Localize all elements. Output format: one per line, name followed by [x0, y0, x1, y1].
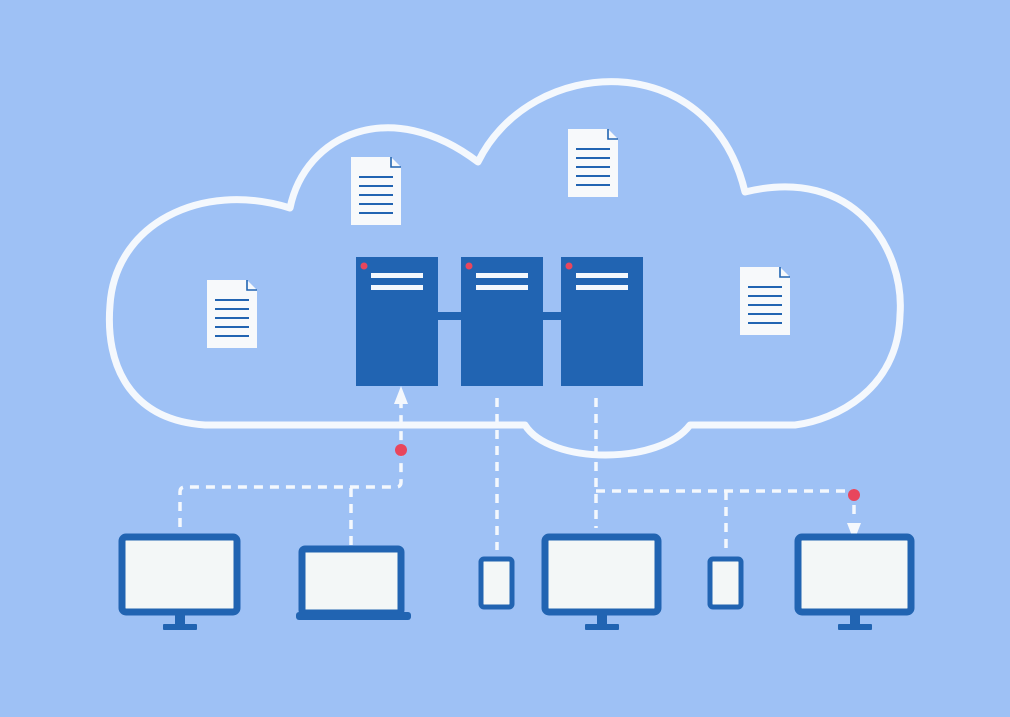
phone-2: [707, 556, 744, 610]
arrow-down-icon: [847, 523, 861, 541]
desktop-3: [794, 533, 915, 630]
desktop-2: [541, 533, 662, 630]
document-4: [740, 267, 790, 335]
server-2: [461, 257, 543, 386]
cloud-outline-icon: [105, 78, 904, 459]
server-link-bars: [437, 312, 562, 320]
desktop-1: [118, 533, 241, 630]
arrow-up-icon: [394, 386, 408, 404]
desktop-laptop-to-server-1: [178, 404, 403, 527]
laptop: [296, 545, 411, 620]
status-light: [565, 262, 573, 270]
phone-1: [478, 556, 515, 610]
server-3: [561, 257, 643, 386]
server-1: [356, 257, 438, 386]
status-light: [465, 262, 473, 270]
indicator-dot: [395, 444, 407, 456]
status-light: [360, 262, 368, 270]
document-2: [351, 157, 401, 225]
indicator-dot: [848, 489, 860, 501]
document-3: [568, 129, 618, 197]
document-1: [207, 280, 257, 348]
